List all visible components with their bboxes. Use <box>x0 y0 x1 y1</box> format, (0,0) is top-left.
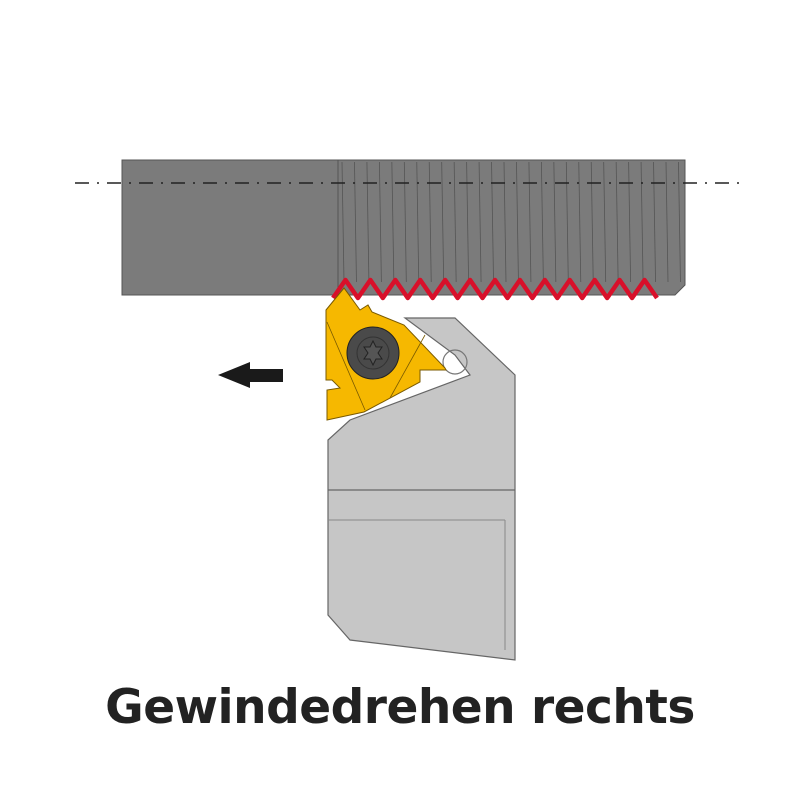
thread-line <box>416 161 420 283</box>
threading-insert <box>325 287 447 421</box>
thread-line <box>540 161 544 283</box>
thread-line <box>603 161 607 283</box>
thread-line <box>503 161 507 283</box>
workpiece <box>121 159 686 296</box>
caption: Gewindedrehen rechts <box>105 680 695 735</box>
thread-lines <box>341 161 681 283</box>
thread-line <box>516 161 519 283</box>
thread-line <box>678 161 681 283</box>
thread-line <box>665 161 669 283</box>
thread-line <box>391 161 395 283</box>
thread-line <box>615 161 619 283</box>
feed-direction-arrow-icon <box>218 362 283 388</box>
thread-line <box>528 161 532 283</box>
thread-line <box>466 161 470 283</box>
thread-line <box>640 161 644 283</box>
thread-line <box>653 161 656 283</box>
thread-line <box>428 161 432 283</box>
thread-line <box>491 161 494 283</box>
thread-line <box>590 161 594 283</box>
thread-line <box>453 161 457 283</box>
thread-line <box>341 161 345 283</box>
thread-line <box>378 161 382 283</box>
thread-line <box>478 161 482 283</box>
thread-line <box>354 161 357 283</box>
thread-line <box>578 161 582 283</box>
thread-line <box>441 161 445 283</box>
thread-line <box>553 161 557 283</box>
thread-profile <box>331 277 659 301</box>
tool-holder <box>327 317 516 661</box>
thread-line <box>628 161 632 283</box>
thread-line <box>366 161 370 283</box>
thread-line <box>565 161 569 283</box>
thread-line <box>403 161 407 283</box>
